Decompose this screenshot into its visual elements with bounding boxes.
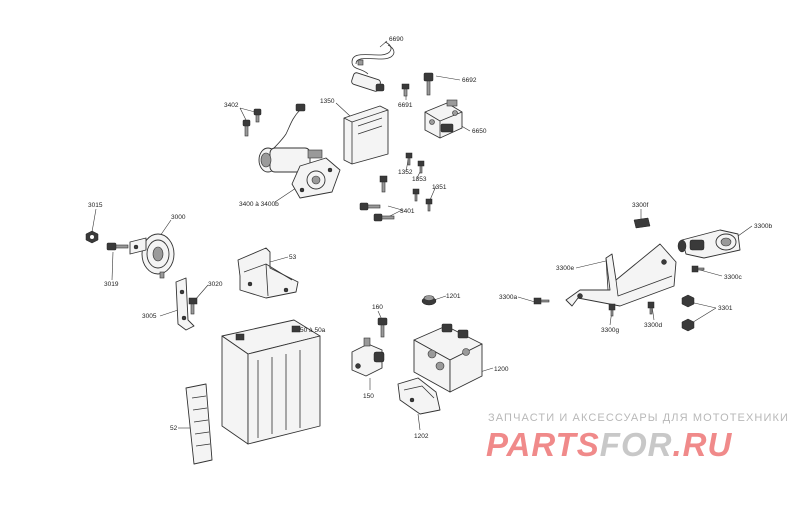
screw-6691 (401, 83, 410, 97)
label-6650: 6650 (472, 128, 487, 135)
label-6690: 6690 (389, 36, 404, 43)
label-50: 50 à 50a (300, 327, 326, 334)
abs-module-1200 (413, 323, 483, 393)
label-3400: 3400 à 3400b (239, 201, 279, 208)
label-3005: 3005 (142, 313, 157, 320)
servo-motor-3400 (258, 103, 341, 199)
module-6650 (424, 99, 463, 139)
label-3300d: 3300d (644, 322, 662, 329)
bolt-3019 (106, 242, 129, 251)
label-52: 52 (170, 425, 178, 432)
watermark-logo-text: PARTSFOR.RU (486, 426, 732, 463)
sensor-harness-6690 (351, 41, 395, 92)
horn-3000 (129, 233, 175, 279)
label-3300b: 3300b (754, 223, 772, 230)
label-3401: 3401 (400, 208, 415, 215)
label-150: 150 (363, 393, 374, 400)
label-6692: 6692 (462, 77, 477, 84)
clip-3300f (633, 217, 651, 229)
label-1201: 1201 (446, 293, 461, 300)
label-1202: 1202 (414, 433, 429, 440)
label-3300a: 3300a (499, 294, 517, 301)
label-1351: 1351 (432, 184, 447, 191)
label-3300g: 3300g (601, 327, 619, 334)
watermark-logo: PARTSFOR.RU (486, 426, 732, 463)
label-1350: 1350 (320, 98, 335, 105)
label-1200: 1200 (494, 366, 509, 373)
label-3019: 3019 (104, 281, 119, 288)
battery-50 (221, 319, 321, 445)
label-3300c: 3300c (724, 274, 742, 281)
label-3300f: 3300f (632, 202, 648, 209)
label-3402: 3402 (224, 102, 239, 109)
label-1353: 1353 (412, 176, 427, 183)
relay-150 (351, 337, 385, 377)
label-160: 160 (372, 304, 383, 311)
label-3300e: 3300e (556, 265, 574, 272)
screws-1351-1353 (405, 152, 433, 212)
control-unit-1350 (343, 105, 389, 165)
watermark-tagline: ЗАПЧАСТИ И АКСЕССУАРЫ ДЛЯ МОТОТЕХНИКИ (488, 412, 789, 424)
bracket-1202 (397, 377, 441, 415)
screw-3020 (188, 297, 198, 315)
bracket-3005 (175, 277, 195, 331)
watermark-logo-parts: PARTS (486, 426, 600, 463)
nuts-3301 (681, 294, 695, 332)
actuator-3300b (677, 229, 741, 259)
bolt-6692 (423, 72, 434, 96)
label-3301: 3301 (718, 305, 733, 312)
bolt-160 (377, 317, 388, 338)
leader-lines (91, 40, 753, 431)
label-6691: 6691 (398, 102, 413, 109)
bolts-3401 (359, 175, 395, 222)
frame-3300e (565, 243, 677, 307)
screws-3300g-3300d (608, 301, 655, 317)
label-3015: 3015 (88, 202, 103, 209)
label-1352: 1352 (398, 169, 413, 176)
watermark-logo-for: FOR (600, 426, 673, 463)
watermark-logo-ru: .RU (672, 426, 732, 463)
bolt-3402 (242, 108, 262, 137)
part-labels: 6690 6692 6691 6650 1350 3402 3400 à 340… (88, 36, 772, 440)
label-3020: 3020 (208, 281, 223, 288)
bolt-3300c (691, 265, 705, 273)
strap-52 (185, 383, 213, 465)
nut-3015 (85, 230, 99, 244)
cap-1201 (421, 295, 437, 306)
label-53: 53 (289, 254, 297, 261)
bracket-53 (237, 247, 299, 299)
label-3000: 3000 (171, 214, 186, 221)
screw-3300a (533, 297, 550, 305)
